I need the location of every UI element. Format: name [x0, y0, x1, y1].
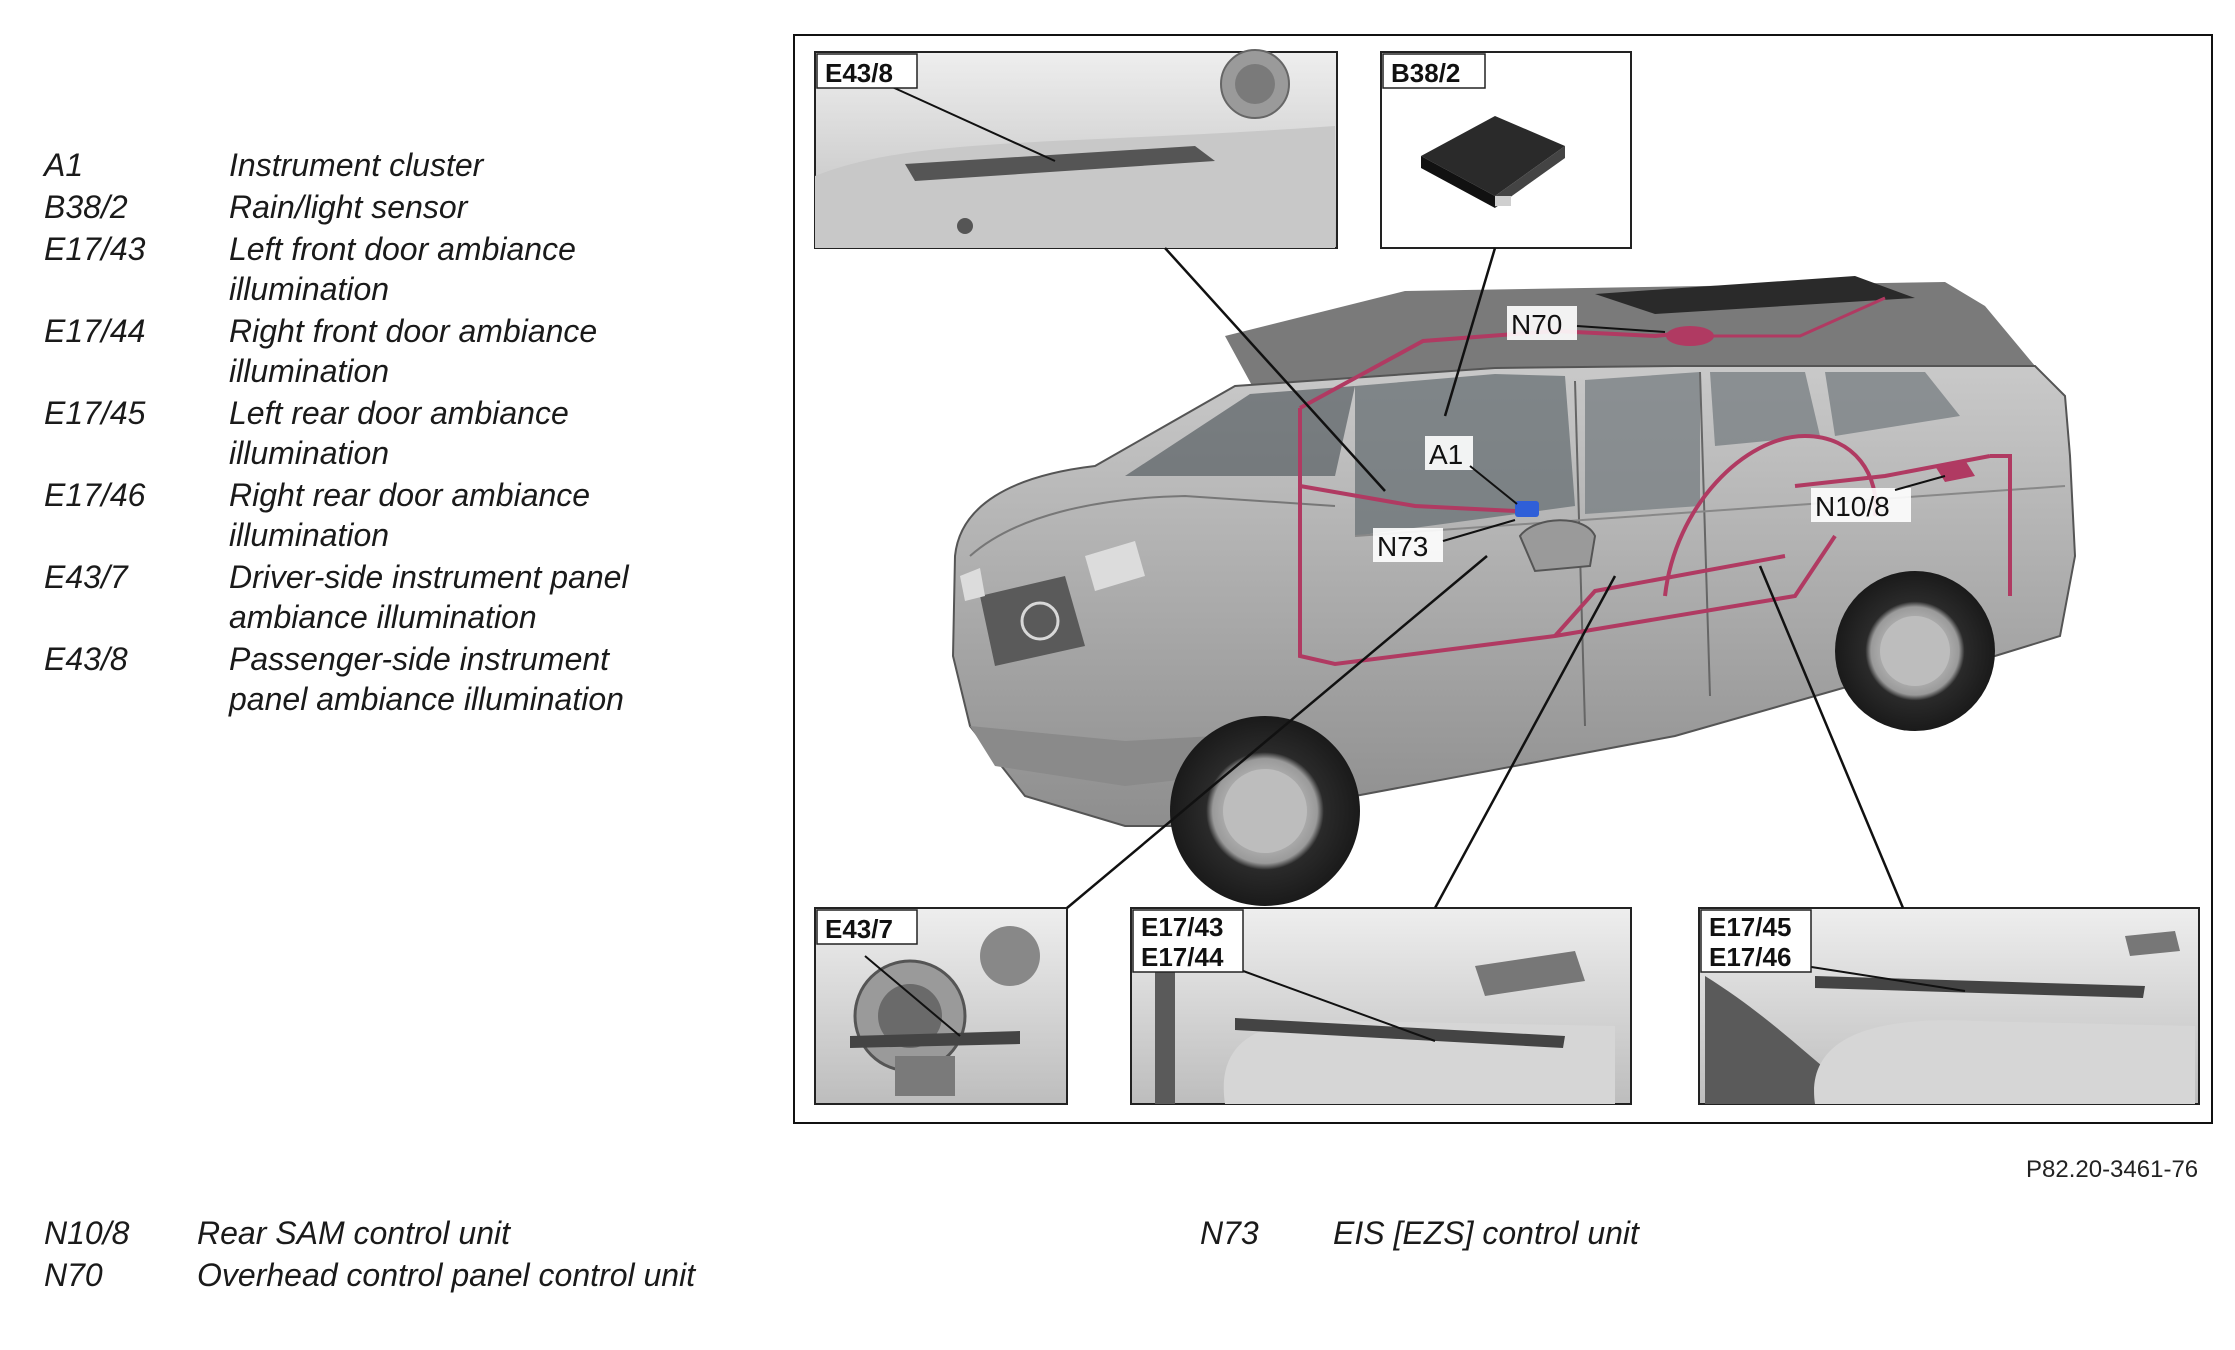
legend-desc: Instrument cluster [229, 147, 484, 183]
ambiance-strip [1235, 1018, 1565, 1048]
legend-desc: Right front door ambiance illumination [229, 313, 598, 389]
legend-desc: Rain/light sensor [229, 189, 468, 225]
legend-desc: Rear SAM control unit [197, 1215, 511, 1251]
ambiance-strip [1815, 976, 2145, 998]
legend-item-e17-46: E17/46 Right rear door ambiance illumina… [44, 475, 709, 555]
legend-item-e17-44: E17/44 Right front door ambiance illumin… [44, 311, 709, 391]
ambiance-strip [850, 1031, 1020, 1048]
grille [980, 576, 1085, 666]
ambiance-strip [905, 146, 1215, 181]
inset-e43-7: E43/7 [814, 907, 1068, 1105]
svg-text:N10/8: N10/8 [1815, 491, 1890, 522]
legend-desc: Left rear door ambiance illumination [229, 395, 569, 471]
callout-n70: N70 [1507, 306, 1666, 340]
component-location-figure: E43/8 B38/2 E43/7 [793, 34, 2213, 1124]
legend-code: N70 [44, 1257, 103, 1293]
legend-code: E17/45 [44, 395, 146, 431]
inset-e17-43-e17-44: E17/43 E17/44 [1130, 907, 1632, 1105]
legend-code: N73 [1200, 1215, 1259, 1251]
svg-text:A1: A1 [1429, 439, 1463, 470]
callout-a1: A1 [1425, 436, 1518, 505]
legend-code: E17/43 [44, 231, 146, 267]
legend-item-e17-45: E17/45 Left rear door ambiance illuminat… [44, 393, 709, 473]
legend-bottom-left: N10/8 Rear SAM control unit N70 Overhead… [44, 1212, 744, 1302]
legend-item-e17-43: E17/43 Left front door ambiance illumina… [44, 229, 709, 309]
legend-code: B38/2 [44, 189, 128, 225]
legend-desc: Passenger-side instrument panel ambiance… [229, 641, 624, 717]
inset-label-e17-44: E17/44 [1141, 942, 1224, 972]
legend-item-a1: A1 Instrument cluster [44, 145, 709, 185]
inset-label-e43-7: E43/7 [825, 914, 893, 944]
rain-light-sensor [1421, 116, 1565, 196]
inset-label-b38-2: B38/2 [1391, 58, 1460, 88]
brand-emblem [1020, 601, 1060, 641]
instrument-cluster-marker [1515, 501, 1539, 517]
legend-desc: Right rear door ambiance illumination [229, 477, 591, 553]
legend-item-e43-7: E43/7 Driver-side instrument panel ambia… [44, 557, 709, 637]
inset-label-e43-8: E43/8 [825, 58, 893, 88]
legend-desc: Overhead control panel control unit [197, 1257, 696, 1293]
inset-e17-45-e17-46: E17/45 E17/46 [1698, 907, 2200, 1105]
sunroof [1595, 276, 1915, 314]
svg-text:N70: N70 [1511, 309, 1562, 340]
overhead-panel-marker [1666, 326, 1714, 346]
leader-lines [1066, 247, 1905, 909]
legend-desc: Left front door ambiance illumination [229, 231, 576, 307]
legend-code: E17/46 [44, 477, 146, 513]
legend-code: A1 [44, 147, 84, 183]
legend-item-e43-8: E43/8 Passenger-side instrument panel am… [44, 639, 709, 719]
figure-canvas: E43/8 B38/2 E43/7 [814, 49, 2200, 1105]
legend-code: N10/8 [44, 1215, 130, 1251]
vehicle-illustration [951, 276, 2077, 906]
inset-e43-8: E43/8 [814, 49, 1338, 249]
legend-code: E43/7 [44, 559, 128, 595]
inset-label-e17-46: E17/46 [1709, 942, 1791, 972]
svg-text:N73: N73 [1377, 531, 1428, 562]
legend-code: E17/44 [44, 313, 146, 349]
wiring-harness [1298, 296, 2012, 667]
callout-n10-8: N10/8 [1811, 475, 1946, 522]
inset-b38-2: B38/2 [1380, 51, 1632, 249]
side-mirror [1518, 519, 1597, 573]
legend-desc: EIS [EZS] control unit [1333, 1215, 1639, 1251]
inset-label-e17-45: E17/45 [1709, 912, 1791, 942]
legend-code: E43/8 [44, 641, 128, 677]
callout-n73: N73 [1373, 519, 1516, 562]
legend-item-b38-2: B38/2 Rain/light sensor [44, 187, 709, 227]
legend-desc: Driver-side instrument panel ambiance il… [229, 559, 629, 635]
legend-top: A1 Instrument cluster B38/2 Rain/light s… [44, 145, 709, 719]
inset-label-e17-43: E17/43 [1141, 912, 1223, 942]
legend-bottom-right: N73 EIS [EZS] control unit [1200, 1212, 1760, 1256]
figure-reference: P82.20-3461-76 [2026, 1156, 2199, 1183]
